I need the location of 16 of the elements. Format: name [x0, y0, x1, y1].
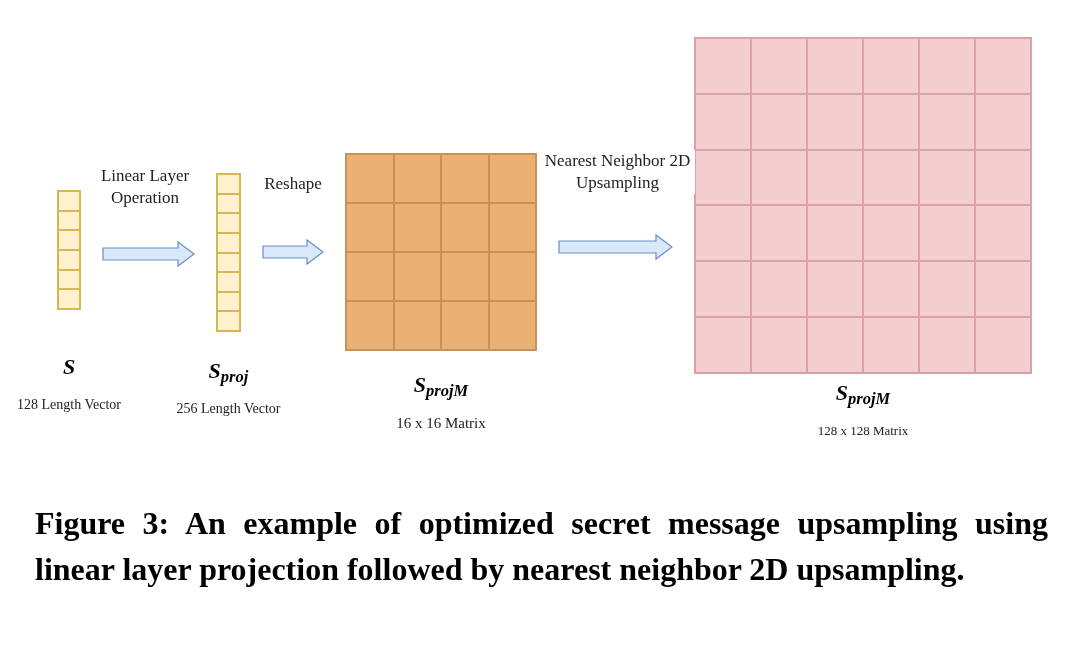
matrix-symbol: S$_{proj}$ [207, 357, 250, 386]
dimension-label: 16 x 16 Matrix [395, 414, 487, 432]
matrix-grid [57, 190, 81, 310]
matrix-grid [694, 37, 1032, 374]
figure-caption: Figure 3: An example of optimized secret message upsampling using linear layer projection followed by nearest neighbor 2D upsampling. [35, 504, 1048, 589]
matrix-symbol: S$_{projM}$ [412, 371, 470, 400]
matrix-grid [345, 153, 537, 351]
dimension-label: 256 Length Vector [175, 400, 282, 418]
matrix-symbol: S [61, 353, 77, 381]
dimension-label: 128 x 128 Matrix [816, 422, 910, 440]
block-arrow [262, 238, 324, 266]
block-arrow [102, 240, 195, 268]
matrix-symbol: S$_{projM}$ [834, 379, 892, 408]
matrix-grid [216, 173, 241, 332]
block-arrow [558, 233, 673, 261]
dimension-label: 128 Length Vector [16, 396, 122, 414]
